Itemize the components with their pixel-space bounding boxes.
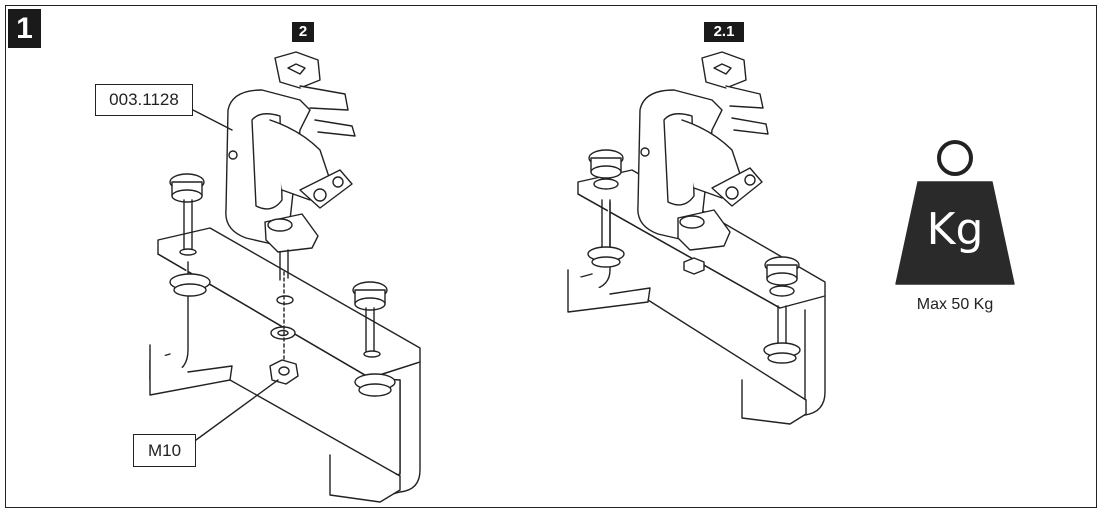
weight-symbol-text: Kg — [926, 204, 984, 255]
view-label-2-1: 2.1 — [704, 22, 744, 42]
weight-body — [895, 181, 1015, 285]
clamp-body-assembled — [637, 51, 769, 251]
view-label-2: 2 — [292, 22, 314, 42]
part-number-callout: 003.1128 — [95, 84, 193, 116]
assembled-view — [567, 51, 826, 425]
weight-ring — [937, 140, 973, 176]
thumb-knob-right-assembled — [763, 256, 801, 364]
step-number-badge: 1 — [8, 9, 41, 48]
max-load-caption: Max 50 Kg — [916, 296, 994, 313]
clamp-body — [225, 51, 356, 281]
weight-icon — [895, 140, 1015, 285]
bracket-hook-left — [149, 344, 233, 396]
bracket-hook-right — [329, 454, 401, 503]
thumb-knob-left — [169, 173, 211, 297]
bracket-hook-left-assembled — [567, 269, 651, 313]
nut-size-callout: M10 — [133, 434, 196, 467]
thumb-knob-left-assembled — [587, 149, 625, 268]
bracket-hook-right-assembled — [741, 379, 807, 425]
figure-frame — [5, 5, 1097, 508]
thumb-knob-right — [352, 281, 396, 397]
exploded-assembly-view — [149, 51, 421, 503]
